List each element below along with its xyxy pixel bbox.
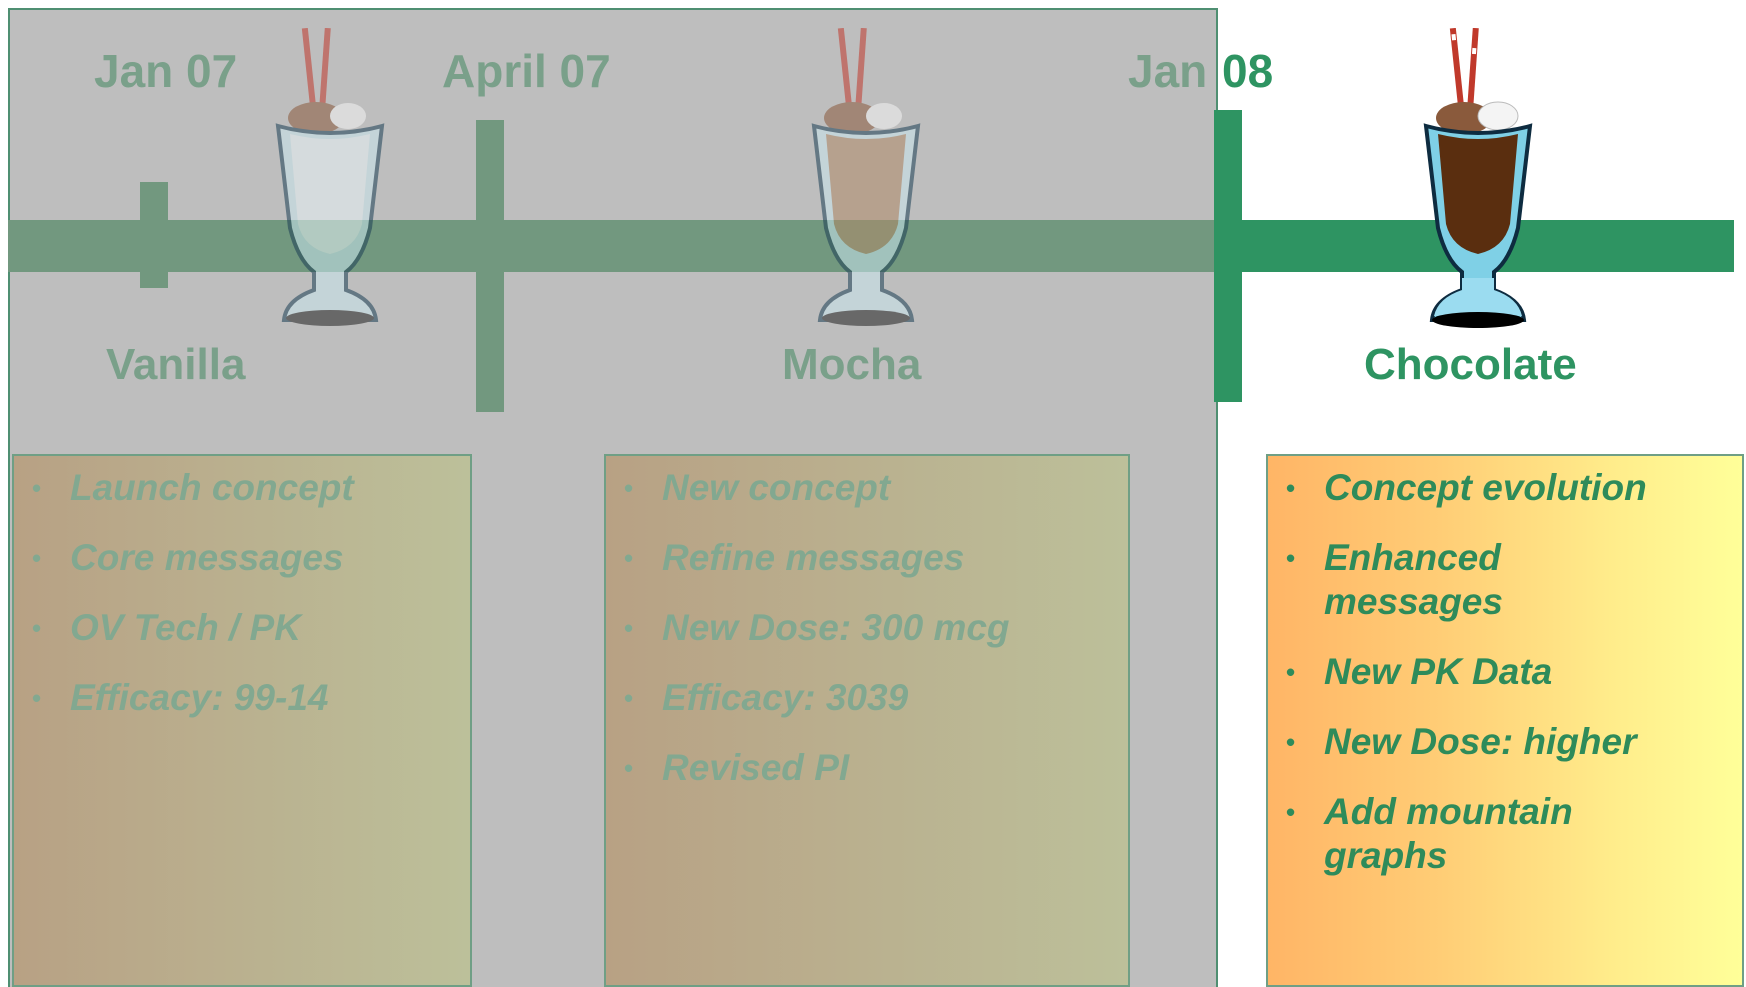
bullet-item: •New Dose: higher (1286, 721, 1637, 762)
phase-bullets: •New concept •Refine messages •New Dose:… (606, 466, 1128, 790)
timeline-tick-jan08 (1214, 110, 1242, 402)
bullet-item: •New PK Data (1286, 651, 1553, 692)
phase-panel-chocolate: •Concept evolution •Enhanced messages •N… (1266, 454, 1744, 987)
timeline-bar-past (8, 220, 1218, 272)
date-label-jan08-year: 08 (1222, 45, 1274, 97)
bullet-item: •New concept (624, 467, 891, 508)
bullet-item: •Refine messages (624, 537, 965, 578)
milkshake-glass-icon (1423, 28, 1533, 328)
timeline-tick-april07 (476, 120, 504, 412)
date-label-april07: April 07 (442, 45, 611, 97)
bullet-item: •Launch concept (32, 467, 354, 508)
bullet-item: •Add mountain graphs (1286, 791, 1573, 876)
bullet-item: •Concept evolution (1286, 467, 1647, 508)
date-label-jan07: Jan 07 (94, 45, 238, 97)
flavor-label-mocha: Mocha (782, 340, 922, 389)
phase-panel-mocha: •New concept •Refine messages •New Dose:… (604, 454, 1130, 987)
flavor-label-vanilla: Vanilla (106, 340, 246, 389)
bullet-item: •Enhanced messages (1286, 537, 1503, 622)
bullet-item: •Efficacy: 99-14 (32, 677, 329, 718)
bullet-item: •OV Tech / PK (32, 607, 301, 648)
bullet-item: •Core messages (32, 537, 344, 578)
bullet-item: •Efficacy: 3039 (624, 677, 909, 718)
phase-bullets: •Concept evolution •Enhanced messages •N… (1268, 466, 1742, 878)
bullet-item: •Revised PI (624, 747, 850, 788)
date-label-jan08-month: Jan (1128, 45, 1208, 97)
phase-panel-vanilla: •Launch concept •Core messages •OV Tech … (12, 454, 472, 987)
timeline-tick-jan07 (140, 182, 168, 288)
flavor-label-chocolate: Chocolate (1364, 340, 1577, 389)
bullet-item: •New Dose: 300 mcg (624, 607, 1010, 648)
milkshake-glass-icon (811, 28, 921, 326)
milkshake-glass-icon (275, 28, 385, 326)
phase-bullets: •Launch concept •Core messages •OV Tech … (14, 466, 470, 720)
